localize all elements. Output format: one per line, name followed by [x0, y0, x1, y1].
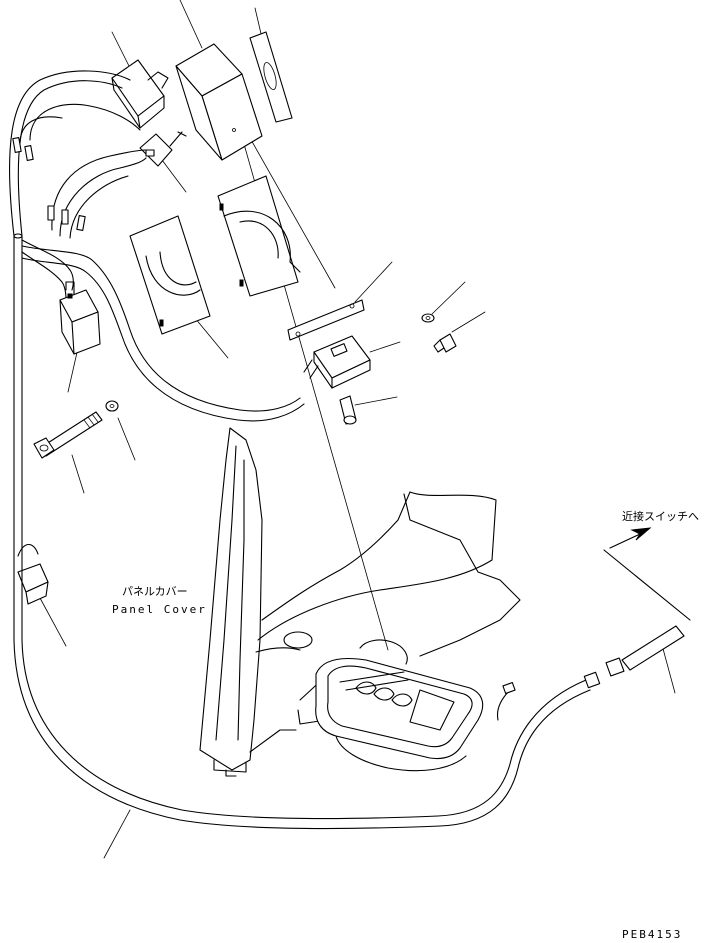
wiring-harness: [8, 70, 305, 557]
screw: [433, 333, 457, 353]
drawing-code: PEB4153: [622, 928, 682, 941]
proximity-switch-label: 近接スイッチへ: [622, 510, 699, 523]
bracket-right: [217, 175, 301, 297]
bracket-left: [129, 215, 211, 335]
relay-module: [303, 335, 371, 389]
switch-housing: [111, 59, 169, 129]
bolt-washer: [105, 400, 119, 412]
bolt: [33, 411, 103, 459]
gasket-plate: [249, 31, 293, 123]
harness-relay: [59, 281, 101, 355]
proximity-arrow: [603, 527, 691, 621]
panel-cover: [199, 427, 521, 777]
screw-lower: [339, 395, 357, 425]
panel-cover-label-en: Panel Cover: [112, 603, 207, 616]
relay-box: [175, 43, 263, 161]
mounting-plate: [287, 299, 365, 341]
display-unit: [315, 639, 484, 772]
harness-clamp: [17, 543, 49, 605]
panel-cover-label-jp: パネルカバー: [122, 585, 188, 598]
toggle-switch: [139, 131, 187, 167]
lower-harness: [13, 555, 685, 830]
washer: [421, 313, 435, 323]
